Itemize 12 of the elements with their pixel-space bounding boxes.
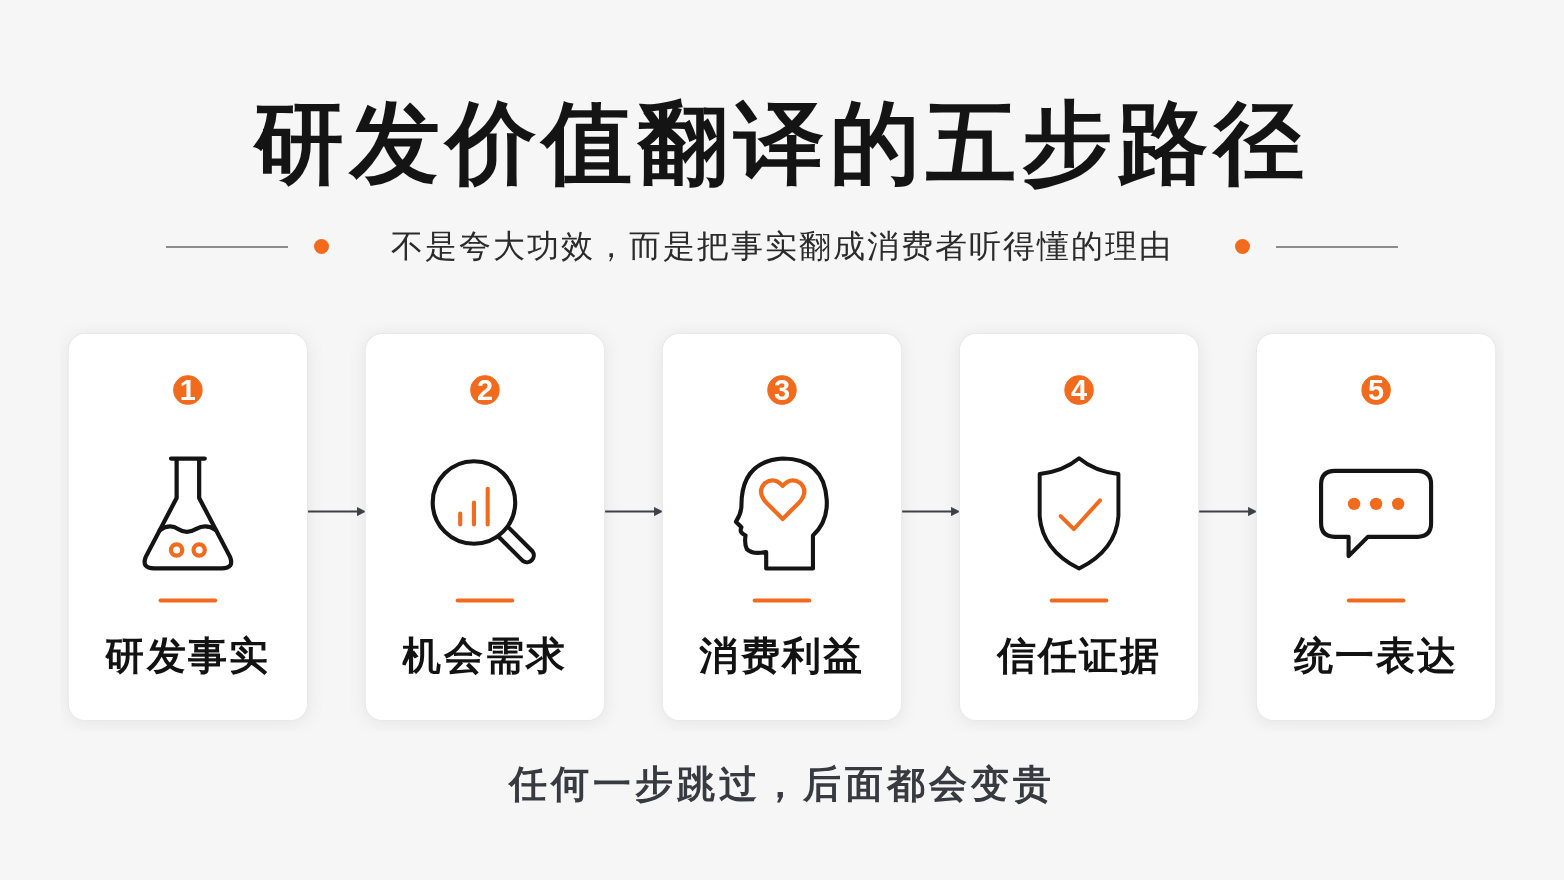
node-circle: 2 <box>470 375 500 405</box>
arrow <box>604 507 663 517</box>
node-circle: 1 <box>173 375 203 405</box>
arrow <box>901 507 960 517</box>
caption: 任何一步跳过，后面都会变贵 <box>509 762 1055 807</box>
title: 研发价值翻译的五步路径 <box>254 92 1310 195</box>
node-circle: 4 <box>1064 375 1094 405</box>
arrow <box>307 507 366 517</box>
arrow <box>1198 507 1257 517</box>
node-circle: 3 <box>767 375 797 405</box>
subtitle: 不是夸大功效，而是把事实翻成消费者听得懂的理由 <box>391 227 1173 266</box>
node-circle: 5 <box>1361 375 1391 405</box>
